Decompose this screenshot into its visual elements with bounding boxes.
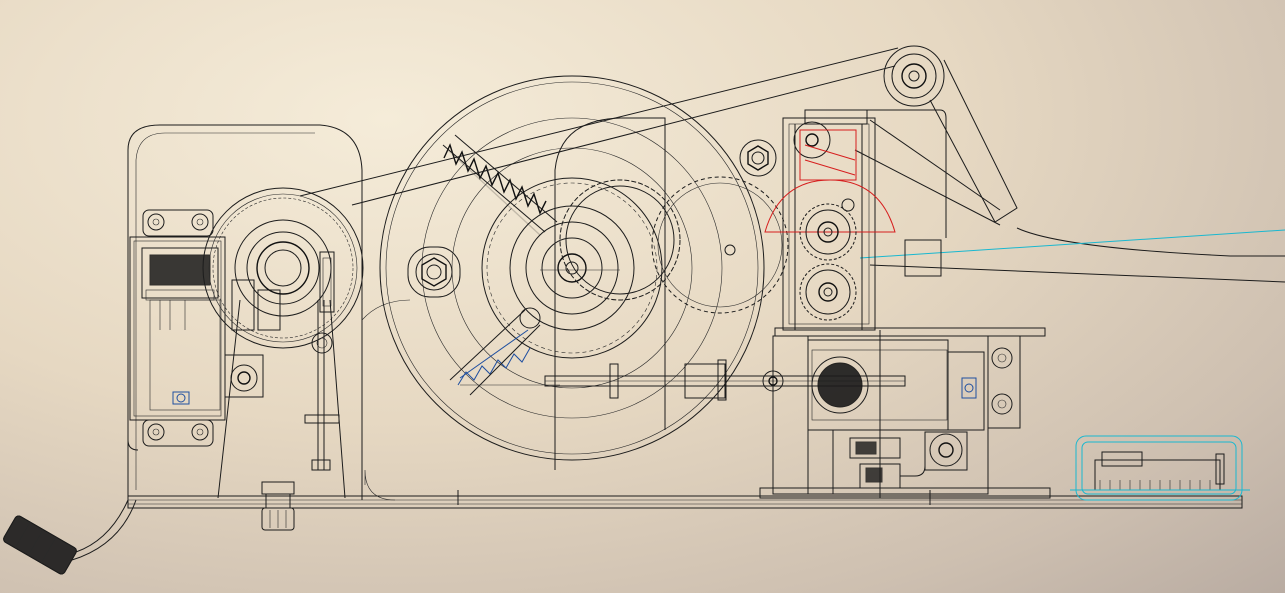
upper-hex-nut[interactable] xyxy=(739,139,777,177)
lower-connectors[interactable] xyxy=(849,431,968,489)
right-column[interactable] xyxy=(782,109,876,331)
left-gear-wheel[interactable] xyxy=(202,187,364,471)
drive-gears[interactable] xyxy=(764,121,896,321)
left-gearbox[interactable] xyxy=(141,247,281,405)
lower-spring[interactable] xyxy=(449,307,541,396)
upper-spring[interactable] xyxy=(442,134,558,236)
support-lines xyxy=(217,299,931,505)
cable-connector[interactable] xyxy=(2,499,137,575)
foot-bolt[interactable] xyxy=(261,481,295,531)
base-plate[interactable] xyxy=(127,487,1243,509)
left-housing[interactable] xyxy=(127,124,363,500)
left-hex-nut[interactable] xyxy=(407,246,461,298)
motor-block[interactable] xyxy=(772,327,1046,495)
center-gear[interactable] xyxy=(559,176,789,314)
tension-pulley[interactable] xyxy=(299,45,1285,283)
circuit-board[interactable] xyxy=(1070,435,1250,501)
